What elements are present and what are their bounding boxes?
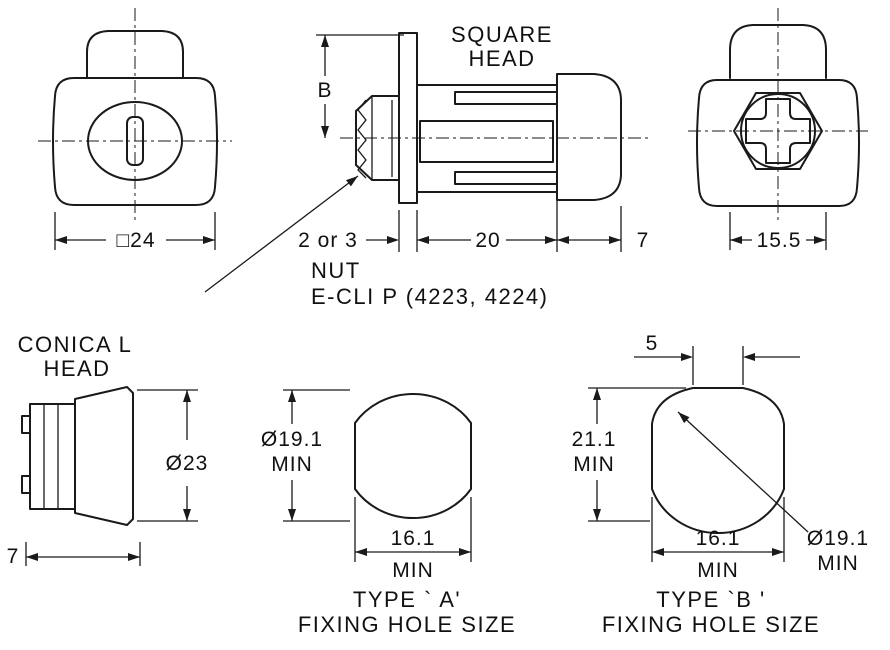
front-face-oval — [87, 101, 183, 181]
rear-cam-cross — [745, 98, 811, 164]
side-nut-outline — [355, 95, 400, 181]
type-a-caption-line2: FIXING HOLE SIZE — [298, 612, 516, 637]
front-dim-arrow-right — [203, 236, 215, 244]
front-dim-arrow-left — [55, 236, 67, 244]
type-b-caption-line1: TYPE `B ' — [656, 587, 765, 612]
type-b-width-arrow-left — [652, 548, 664, 556]
side-rear-cap-outline — [556, 73, 622, 201]
conical-dim7-label: 7 — [7, 545, 20, 568]
side-flange-plate — [398, 32, 418, 204]
type-a-width-arrow-left — [355, 548, 367, 556]
type-b-dia-min-label: MIN — [817, 552, 859, 575]
nut-callout-line2: E-CLI P (4223, 4224) — [311, 284, 549, 309]
type-b-height-arrow-down — [593, 509, 601, 521]
conical-dim7-arrow-right — [128, 553, 140, 561]
type-b-dia-label: Ø19.1 — [807, 527, 869, 550]
rear-dim-arrow-right — [814, 236, 826, 244]
type-a-dia-arrow-down — [288, 509, 296, 521]
side-body-bottom-bar — [454, 171, 558, 185]
type-b-caption-line2: FIXING HOLE SIZE — [602, 612, 820, 637]
type-b-height-min-label: MIN — [573, 453, 615, 476]
type-a-width-arrow-right — [459, 548, 471, 556]
rear-dim-width-label: 15.5 — [757, 229, 802, 252]
type-b-hole-outline — [651, 387, 785, 534]
conical-dim23-arrow-down — [183, 509, 191, 521]
side-dim20-arrow-right — [545, 236, 557, 244]
square-head-label-line2: HEAD — [468, 46, 535, 71]
type-a-hole-view: Ø19.1 MIN 16.1 MIN TYPE ` A' FIXING HOLE… — [261, 389, 516, 637]
type-b-height-label: 21.1 — [572, 428, 617, 451]
type-b-hole-view: 5 21.1 MIN 16.1 MIN Ø19.1 MIN TYPE `B ' … — [572, 332, 869, 637]
side-dim7-arrow-right — [609, 236, 621, 244]
type-b-width-arrow-right — [772, 548, 784, 556]
rear-body-outline — [696, 79, 860, 207]
type-a-dia-arrow-up — [288, 390, 296, 402]
type-b-dia-leader — [677, 411, 809, 533]
side-dimB-arrow-up — [321, 35, 329, 47]
conical-clip-tab-bottom — [21, 475, 31, 494]
conical-label-line1: CONICA L — [18, 332, 133, 357]
rear-top-cap-outline — [729, 24, 827, 79]
type-a-width-label: 16.1 — [391, 527, 436, 550]
type-b-tab-arrow-right — [743, 353, 755, 361]
front-body-outline — [52, 77, 218, 206]
type-a-caption-line1: TYPE ` A' — [353, 587, 461, 612]
type-b-tab-label: 5 — [646, 332, 659, 355]
side-dimB-label: B — [317, 79, 332, 102]
side-body-top-bar — [454, 91, 558, 105]
side-dim-nut-arrow — [387, 236, 399, 244]
conical-dim7-arrow-left — [26, 553, 38, 561]
rear-dim-arrow-left — [730, 236, 742, 244]
side-dim7-arrow-left — [557, 236, 569, 244]
rear-cylinder-circle — [740, 93, 816, 169]
conical-head-outline — [74, 386, 134, 526]
type-a-width-min-label: MIN — [392, 559, 434, 582]
type-a-hole-outline — [354, 392, 472, 520]
type-b-dia-arrow — [678, 412, 690, 424]
square-head-label-line1: SQUARE — [451, 22, 553, 47]
type-b-tab-arrow-left — [681, 353, 693, 361]
front-top-cap-outline — [86, 30, 184, 78]
conical-head-view: CONICA L HEAD Ø23 7 — [7, 332, 209, 568]
type-a-dia-min-label: MIN — [271, 453, 313, 476]
conical-dim23-arrow-up — [183, 390, 191, 402]
side-dim-nut-label: 2 or 3 — [298, 229, 358, 252]
nut-callout-leader — [204, 175, 359, 293]
nut-callout-line1: NUT — [311, 258, 361, 283]
conical-label-line2: HEAD — [43, 356, 110, 381]
side-dim20-arrow-left — [417, 236, 429, 244]
front-view: □24 — [38, 8, 232, 252]
rear-hex-nut-outline — [733, 92, 823, 170]
type-b-width-label: 16.1 — [696, 527, 741, 550]
rear-view: 15.5 — [688, 8, 868, 252]
nut-callout-arrow — [346, 176, 358, 187]
type-a-dia-label: Ø19.1 — [261, 428, 323, 451]
type-b-height-arrow-up — [593, 388, 601, 400]
side-dimB-arrow-down — [321, 126, 329, 138]
conical-clip-tab-top — [21, 415, 31, 434]
side-nut-knurl-zigzag — [357, 99, 367, 179]
conical-dim23-label: Ø23 — [166, 452, 209, 475]
side-view: SQUARE HEAD B 2 or 3 20 — [204, 22, 650, 309]
side-body-core — [419, 120, 554, 163]
front-dim-width-label: □24 — [116, 229, 155, 252]
front-keyhole-slot — [126, 116, 144, 166]
side-dim20-label: 20 — [475, 229, 500, 252]
side-dim7-label: 7 — [637, 229, 650, 252]
conical-body-outline — [29, 403, 76, 510]
type-b-width-min-label: MIN — [697, 559, 739, 582]
